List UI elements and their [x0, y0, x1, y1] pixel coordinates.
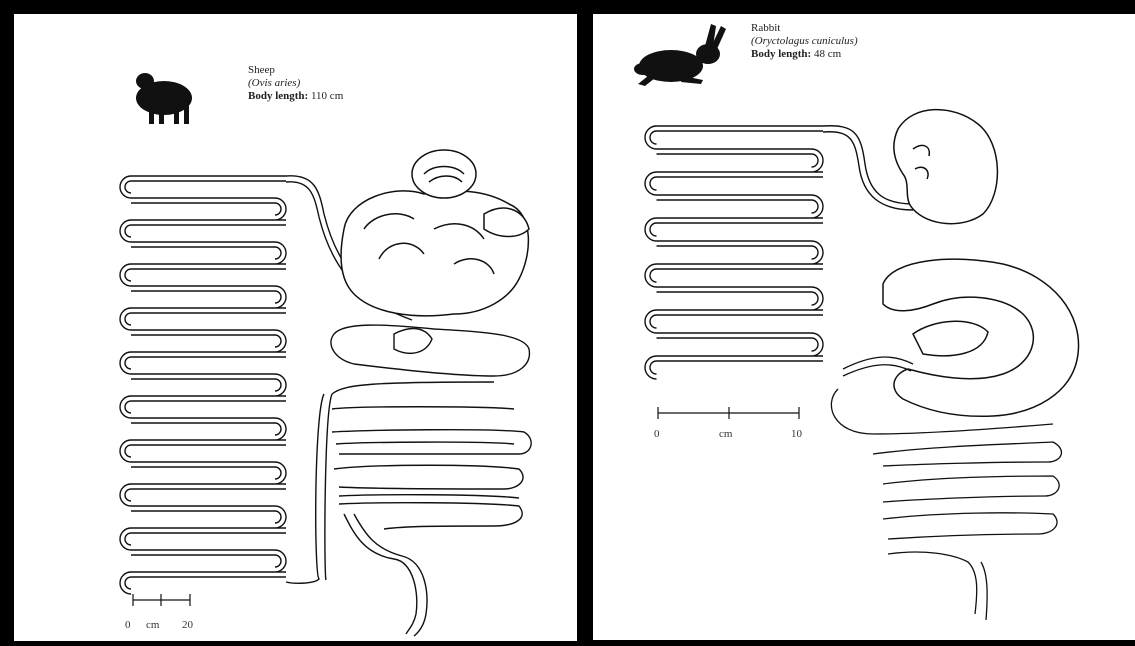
- sheep-body-length-value: 110 cm: [311, 90, 343, 102]
- coil-outer-wall: [645, 126, 823, 379]
- sheep-scale-start: 0: [125, 619, 131, 631]
- rabbit-body-length: Body length: 48 cm: [751, 48, 858, 61]
- rabbit-scale-start: 0: [654, 428, 660, 440]
- rabbit-caption: Rabbit (Oryctolagus cuniculus) Body leng…: [751, 22, 858, 61]
- rabbit-scale-bar: [658, 407, 799, 419]
- sheep-body-length: Body length: 110 cm: [248, 90, 343, 103]
- sheep-scale-unit: cm: [146, 619, 159, 631]
- rabbit-stomach: [894, 110, 998, 224]
- sheep-stomach: [341, 150, 529, 316]
- rabbit-gut-drawing: [593, 14, 1135, 640]
- sheep-name: Sheep: [248, 64, 343, 77]
- rabbit-scale-unit: cm: [719, 428, 732, 440]
- sheep-gut-drawing: [14, 14, 577, 641]
- sheep-small-intestine: [120, 176, 286, 594]
- sheep-latin-name: (Ovis aries): [248, 77, 343, 90]
- rabbit-silhouette-icon: [634, 24, 726, 86]
- coil-inner-wall: [650, 131, 823, 374]
- sheep-body-length-label: Body length:: [248, 90, 308, 102]
- sheep-caecum: [331, 325, 529, 376]
- rabbit-small-intestine: [645, 126, 823, 379]
- sheep-scale-end: 20: [182, 619, 193, 631]
- sheep-scale-bar: [133, 594, 190, 606]
- coil-outer-wall: [120, 176, 286, 594]
- rabbit-name: Rabbit: [751, 22, 858, 35]
- rabbit-scale-end: 10: [791, 428, 802, 440]
- rabbit-body-length-label: Body length:: [751, 48, 811, 60]
- rabbit-caecum: [883, 259, 1079, 416]
- rabbit-body-length-value: 48 cm: [814, 48, 841, 60]
- rabbit-panel: Rabbit (Oryctolagus cuniculus) Body leng…: [593, 14, 1135, 640]
- sheep-colon: [286, 382, 531, 636]
- sheep-caption: Sheep (Ovis aries) Body length: 110 cm: [248, 64, 343, 103]
- sheep-silhouette-icon: [136, 73, 192, 124]
- sheep-panel: Sheep (Ovis aries) Body length: 110 cm 0…: [14, 14, 577, 641]
- rabbit-latin-name: (Oryctolagus cuniculus): [751, 35, 858, 48]
